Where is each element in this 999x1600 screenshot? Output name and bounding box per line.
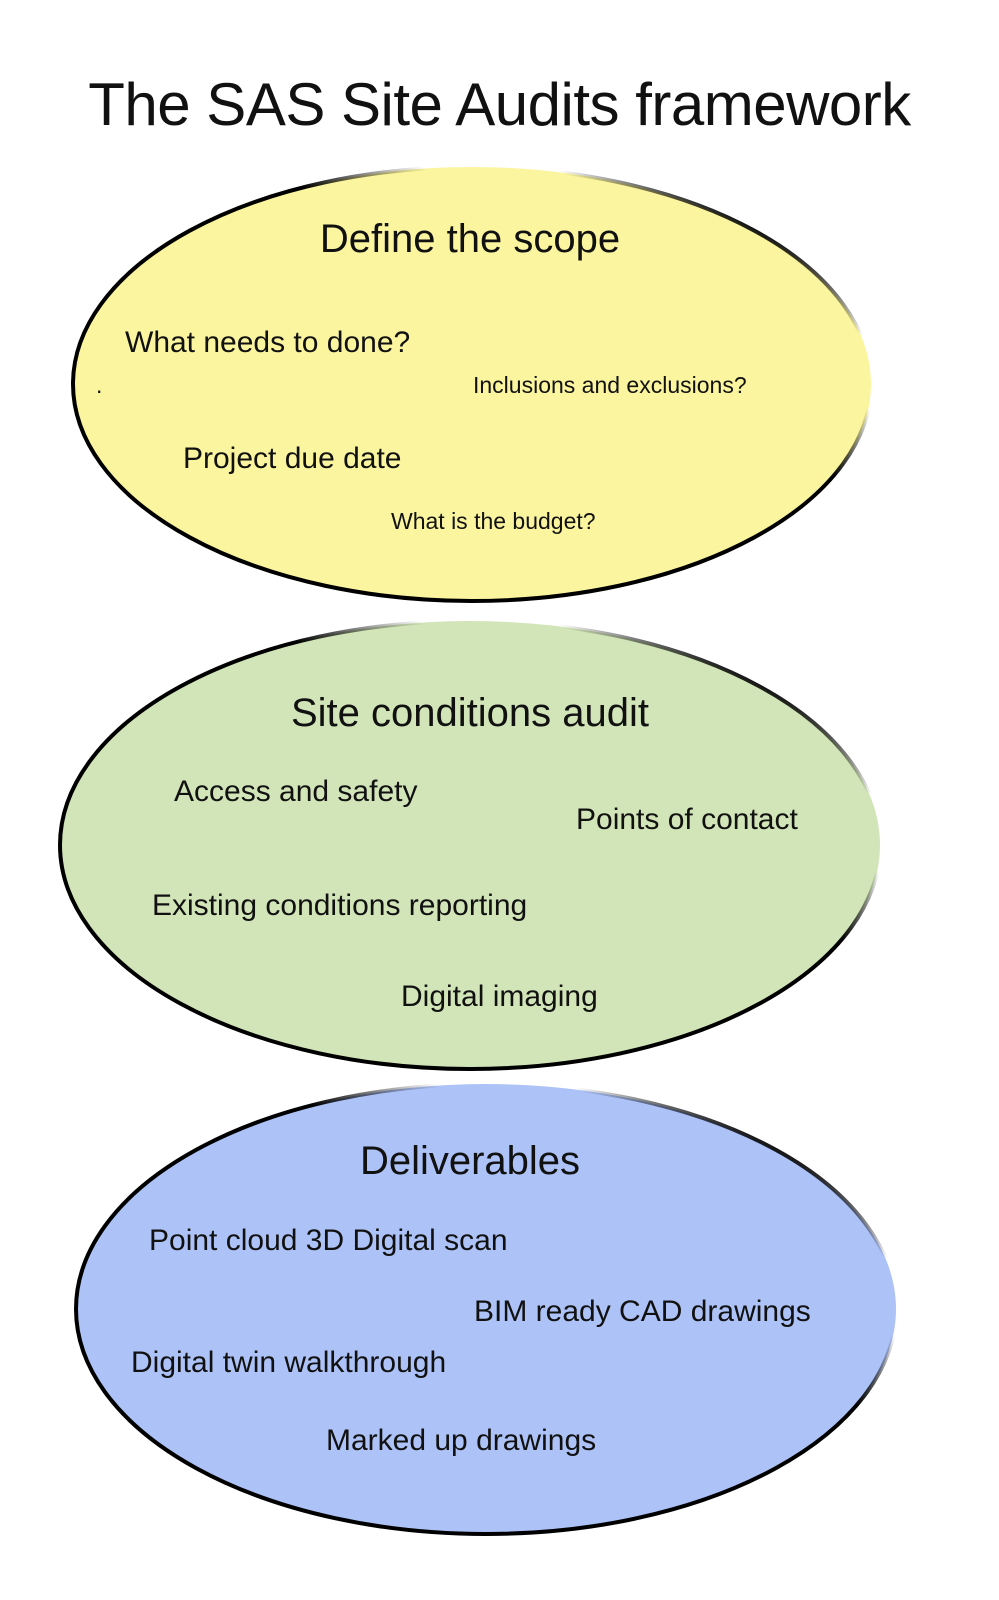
stage-item: BIM ready CAD drawings: [474, 1295, 811, 1328]
stage-item: Digital twin walkthrough: [131, 1346, 446, 1379]
stage-item: Project due date: [183, 442, 401, 475]
stage-item: Digital imaging: [401, 980, 598, 1013]
stage-item: What needs to done?: [125, 326, 410, 359]
stage-ellipse: [58, 619, 882, 1071]
stage-heading: Define the scope: [320, 217, 620, 261]
diagram-title: The SAS Site Audits framework: [88, 71, 911, 138]
stage-heading: Site conditions audit: [291, 691, 649, 735]
stage-site-conditions: Site conditions audit Access and safety …: [58, 619, 882, 1071]
stray-dot: .: [96, 372, 102, 398]
stage-heading: Deliverables: [360, 1139, 580, 1183]
stage-define-scope: Define the scope What needs to done? Inc…: [71, 165, 873, 603]
stage-item: Existing conditions reporting: [152, 889, 527, 922]
stage-item: Inclusions and exclusions?: [473, 372, 747, 398]
stage-deliverables: Deliverables Point cloud 3D Digital scan…: [74, 1082, 898, 1536]
stage-item: Point cloud 3D Digital scan: [149, 1224, 508, 1257]
stage-item: Access and safety: [174, 775, 417, 808]
stage-ellipse: [71, 165, 873, 603]
stage-item: Points of contact: [576, 803, 798, 836]
stage-item: Marked up drawings: [326, 1424, 596, 1457]
stage-item: What is the budget?: [391, 508, 596, 534]
stage-ellipse: [74, 1082, 898, 1536]
